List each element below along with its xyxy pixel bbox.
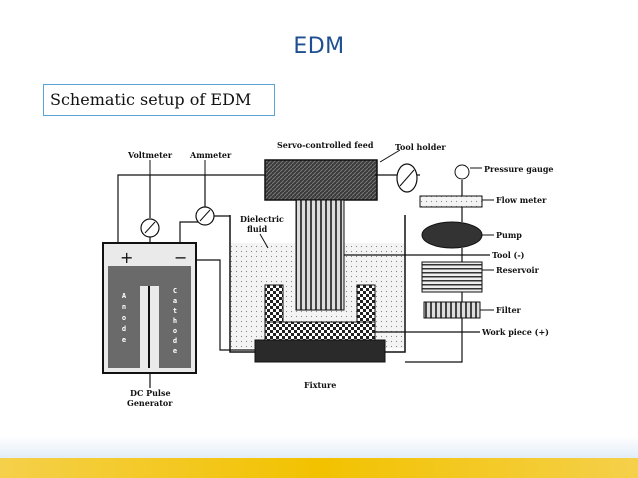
anode-letter: o: [122, 314, 126, 322]
anode-letter: d: [122, 325, 126, 333]
tool-electrode: [295, 199, 345, 311]
cathode-letter: d: [173, 337, 177, 345]
anode-letter: n: [122, 303, 126, 311]
minus-terminal: −: [174, 248, 187, 267]
slide-title: EDM: [293, 34, 345, 59]
servo-feed-block: [264, 159, 378, 201]
label-dc-pulse: DC Pulse: [130, 388, 171, 398]
label-voltmeter: Voltmeter: [127, 150, 173, 160]
ammeter-icon: [195, 206, 215, 226]
label-reservoir: Reservoir: [496, 265, 540, 275]
label-workpiece: Work piece (+): [481, 327, 549, 337]
flow-meter: [419, 195, 483, 208]
footer-yellow-band: [0, 458, 638, 478]
label-generator: Generator: [127, 398, 173, 408]
label-pump: Pump: [496, 230, 522, 240]
diagram-caption: Schematic setup of EDM: [43, 84, 275, 116]
plus-terminal: +: [120, 248, 133, 267]
filter: [423, 301, 481, 319]
label-fluid: fluid: [247, 224, 268, 234]
anode-letter: A: [122, 292, 127, 300]
workpiece: [264, 284, 376, 341]
label-tool: Tool (-): [492, 250, 525, 260]
label-servo-feed: Servo-controlled feed: [277, 140, 374, 150]
cathode-letter: a: [173, 297, 177, 305]
cathode-letter: t: [173, 307, 177, 315]
wiring: [117, 174, 490, 388]
cathode-letter: e: [173, 347, 177, 355]
cathode-letter: h: [173, 317, 177, 325]
cathode-letter: C: [173, 287, 177, 295]
label-pressure-gauge: Pressure gauge: [484, 164, 554, 174]
label-tool-holder: Tool holder: [395, 142, 446, 152]
label-filter: Filter: [496, 305, 522, 315]
footer-light-band: [0, 436, 638, 458]
label-dielectric: Dielectric: [240, 214, 284, 224]
label-flow-meter: Flow meter: [496, 195, 547, 205]
cathode-letter: o: [173, 327, 177, 335]
label-fixture: Fixture: [304, 380, 336, 390]
voltmeter-icon: [140, 218, 160, 238]
fixture: [254, 339, 386, 363]
reservoir: [421, 261, 483, 293]
pump-icon: [421, 221, 483, 249]
pressure-gauge-icon: [454, 164, 470, 180]
label-ammeter: Ammeter: [189, 150, 232, 160]
tool-holder-icon: [396, 163, 418, 193]
anode-letter: e: [122, 336, 126, 344]
pointer-arrows: [149, 149, 494, 311]
